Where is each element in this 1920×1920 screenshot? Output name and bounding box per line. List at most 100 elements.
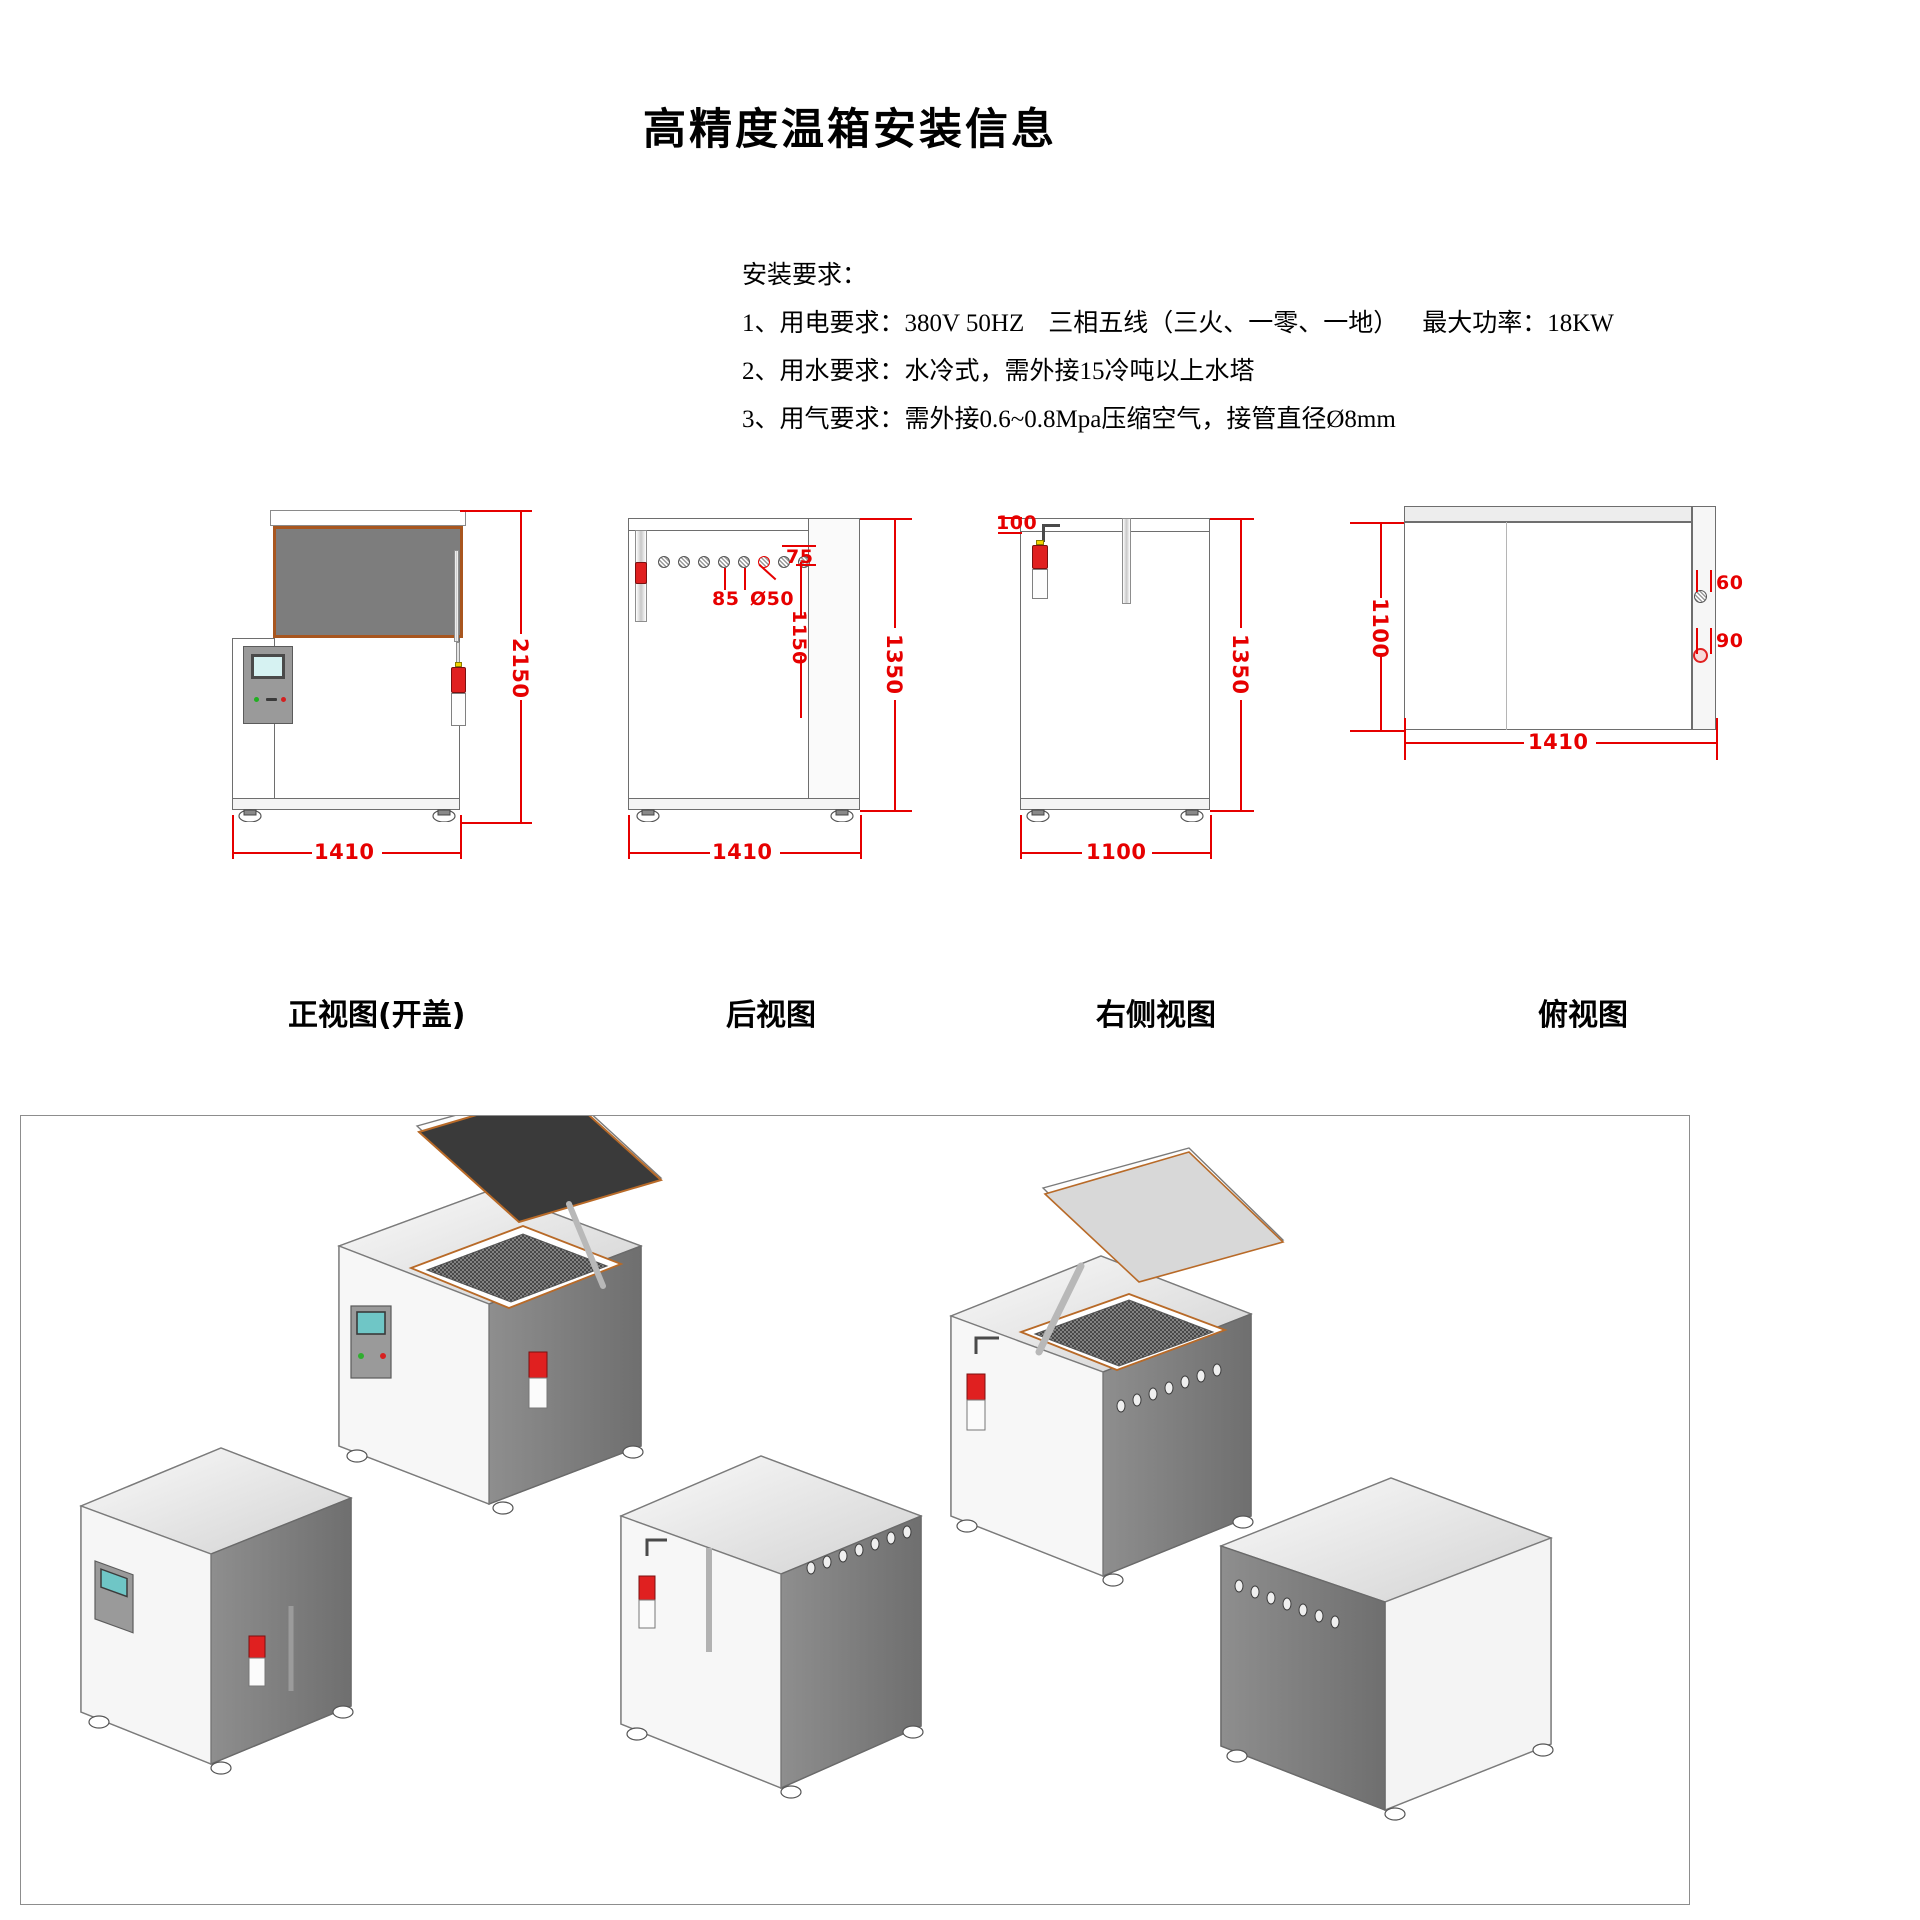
rear-side-column [808,518,860,810]
dim-1350-bottom-ext [860,810,912,812]
dim-1410-right-ext [460,815,462,859]
dim-1150-line-upper [800,562,802,616]
dim-1350-side-line-lower [1240,700,1242,810]
caption-front-open: 正视图(开盖) [288,998,466,1033]
rear-port-4 [718,556,730,568]
dim-label-75: 75 [786,546,814,568]
caster-rear-right [830,808,854,823]
render-gallery-svg [79,1116,1554,1821]
caster-side-right [1180,808,1204,823]
power-led-green [254,697,259,702]
dim-60-ext-left [1696,570,1698,592]
front-base-rail [232,798,460,810]
dim-1410-top-right-ext [1716,718,1718,760]
dim-90-ext-right [1710,628,1712,654]
top-lid-seam [1506,522,1507,730]
render-open-lid-front [337,1116,663,1515]
rear-extinguisher-cylinder [635,562,647,584]
caption-rear: 后视图 [726,998,816,1033]
rear-base-rail [628,798,860,810]
dim-1410-rear-line-right [780,852,860,854]
caption-right-side: 右侧视图 [1096,998,1216,1033]
dim-1350-line-upper [894,518,896,628]
dim-1350-line-lower [894,700,896,810]
req-2-value: 水冷式，需外接15冷吨以上水塔 [904,358,1255,385]
dim-75-ext-upper [782,545,816,547]
panel-switch[interactable] [266,698,277,701]
dim-60-ext-right [1710,570,1712,592]
rear-port-5 [738,556,750,568]
render-front-left-closed [79,1447,354,1775]
lid-outer-shell [270,510,466,526]
req-1-label: 用电要求： [779,310,905,337]
dim-1410-rear-left-ext [628,815,630,859]
render-right-closed [1218,1477,1554,1821]
dim-85-leader-a [724,568,726,590]
dim-1410-rear-line-left [628,852,710,854]
caption-top: 俯视图 [1538,998,1628,1033]
side-extinguisher-bracket-h [1042,524,1060,527]
requirement-item-3: 3、用气要求：需外接0.6~0.8Mpa压缩空气，接管直径Ø8mm [742,396,1614,444]
dim-2150-bottom-ext [460,822,532,824]
dim-label-1350-side: 1350 [1228,634,1252,695]
dim-1100-right-ext [1210,815,1212,859]
side-extinguisher-lower [1032,569,1048,599]
render-rear-closed [619,1455,924,1799]
dim-1410-left-ext [232,815,234,859]
rear-port-2 [678,556,690,568]
rear-port-7 [778,556,790,568]
caster-rear-left [636,808,660,823]
req-1-value: 380V 50HZ [904,310,1025,337]
dim-label-1410-top: 1410 [1528,730,1589,754]
req-1-extra: 三相五线（三火、一零、一地） [1048,310,1399,337]
side-extinguisher-valve [1036,540,1044,545]
dim-2150-line-lower [520,700,522,822]
dim-100-ext-bottom [998,532,1022,534]
view-top: 1100 60 90 1410 [1350,470,1840,900]
req-1-note: 最大功率：18KW [1422,310,1614,337]
side-gas-strut [1122,518,1131,604]
dim-100-ext-top [998,517,1022,519]
side-lid-edge [1020,518,1210,532]
dim-label-d50: Ø50 [750,588,795,610]
dim-1410-top-left-ext [1404,718,1406,760]
lid-inner-face [273,526,463,638]
rear-port-3 [698,556,710,568]
dim-75-ext-lower [796,564,816,566]
orthographic-views: 2150 1410 [0,470,1920,1030]
dim-label-90: 90 [1716,630,1744,652]
dim-1150-line-lower [800,656,802,718]
side-cabinet-body [1020,530,1210,810]
rear-port-1 [658,556,670,568]
view-captions: 正视图(开盖) 后视图 右侧视图 俯视图 [0,990,1920,1050]
dim-label-1350-rear: 1350 [882,634,906,695]
req-3-label: 用气要求： [779,406,905,433]
dim-1350-side-line-upper [1240,518,1242,628]
control-screen[interactable] [251,654,285,679]
dim-1410-rear-right-ext [860,815,862,859]
dim-label-85: 85 [712,588,740,610]
side-base-rail [1020,798,1210,810]
dim-label-1410-rear: 1410 [712,840,773,864]
dim-1100-top-line-upper [1380,522,1382,598]
req-2-label: 用水要求： [779,358,905,385]
dim-2150-line-upper [520,510,522,634]
dim-label-1410-front: 1410 [314,840,375,864]
alarm-led-red [281,697,286,702]
requirement-item-2: 2、用水要求：水冷式，需外接15冷吨以上水塔 [742,348,1614,396]
req-3-index: 3、 [742,406,780,433]
dim-label-1100-top: 1100 [1368,598,1392,659]
view-front-open: 2150 1410 [210,470,570,900]
req-1-index: 1、 [742,310,780,337]
top-port-60 [1694,590,1707,603]
dim-label-2150: 2150 [508,638,532,699]
page-title-text: 高精度温箱安装信息 [643,105,1057,155]
extinguisher-cylinder [451,667,466,693]
dim-2150-top-ext [460,510,532,512]
dim-1100-left-ext [1020,815,1022,859]
caster-front-left [238,808,262,823]
dim-1100-top-line-lower [1380,654,1382,730]
extinguisher-lower [451,693,466,726]
